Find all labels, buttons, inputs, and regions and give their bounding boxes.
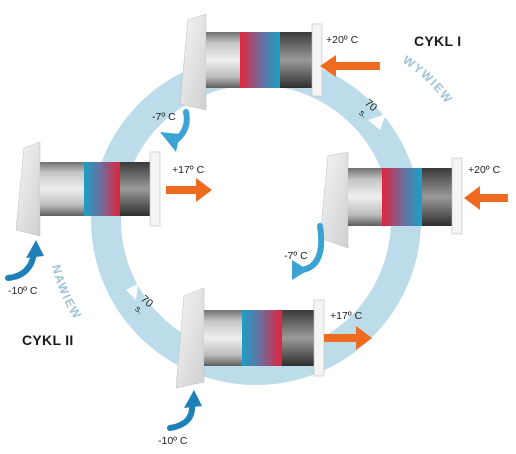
temp-inner-right: -7º C bbox=[284, 250, 308, 262]
recuperator-unit-right bbox=[319, 151, 463, 249]
wall-plate bbox=[179, 13, 207, 111]
wall-plate bbox=[175, 287, 205, 389]
svg-text:s.: s. bbox=[357, 108, 369, 120]
temp-inner-left: -10º C bbox=[8, 285, 38, 297]
wall-plate bbox=[319, 151, 349, 249]
fan bbox=[422, 168, 452, 226]
fan bbox=[280, 32, 312, 88]
warm-air-arrow-top bbox=[320, 55, 380, 77]
ceramic-heat-exchanger bbox=[240, 32, 280, 88]
recuperator-unit-top bbox=[179, 13, 323, 111]
fan bbox=[282, 310, 314, 366]
cycle-1-label: CYKL I bbox=[414, 33, 462, 49]
supply-label: NAWIEW bbox=[49, 263, 85, 322]
temp-outside-bottom: +17º C bbox=[330, 310, 363, 322]
cold-air-arrow-bottom bbox=[167, 390, 202, 431]
cold-air-arrow-top bbox=[160, 109, 190, 152]
temp-inner-bottom: -10º C bbox=[158, 435, 188, 447]
recuperator-unit-bottom bbox=[175, 287, 325, 389]
duration-badge-right: 70 s. bbox=[357, 97, 379, 120]
recuperator-unit-left bbox=[15, 141, 161, 237]
ceramic-heat-exchanger bbox=[242, 310, 282, 366]
inner-grille bbox=[451, 157, 463, 235]
cycle-2-label: CYKL II bbox=[22, 332, 74, 348]
warm-air-arrow-bottom bbox=[324, 326, 372, 350]
timer-triangle-left bbox=[126, 284, 138, 300]
svg-text:s.: s. bbox=[133, 304, 145, 316]
fan bbox=[120, 162, 150, 216]
inner-grille bbox=[313, 299, 325, 377]
warm-air-arrow-left bbox=[166, 178, 212, 202]
cold-air-arrow-left bbox=[5, 240, 44, 281]
temp-outside-top: +20º C bbox=[326, 34, 359, 46]
wall-plate bbox=[15, 141, 41, 237]
housing-tube bbox=[40, 162, 84, 216]
temp-outside-left: +17º C bbox=[172, 164, 205, 176]
warm-air-arrow-right bbox=[464, 186, 508, 210]
ceramic-heat-exchanger bbox=[84, 162, 120, 216]
inner-grille bbox=[311, 23, 323, 97]
ring-arrowhead-bottom bbox=[380, 276, 404, 296]
temp-inner-top: -7º C bbox=[152, 111, 176, 123]
inner-grille bbox=[149, 151, 161, 227]
housing-tube bbox=[206, 32, 240, 88]
housing-tube bbox=[204, 310, 242, 366]
duration-badge-left: 70 s. bbox=[133, 293, 155, 316]
exhaust-label: WYWIEW bbox=[400, 53, 455, 107]
ceramic-heat-exchanger bbox=[382, 168, 422, 226]
timer-triangle-right bbox=[368, 114, 386, 130]
temp-outside-right: +20º C bbox=[468, 164, 501, 176]
housing-tube bbox=[348, 168, 382, 226]
cold-air-arrow-right bbox=[292, 223, 325, 280]
